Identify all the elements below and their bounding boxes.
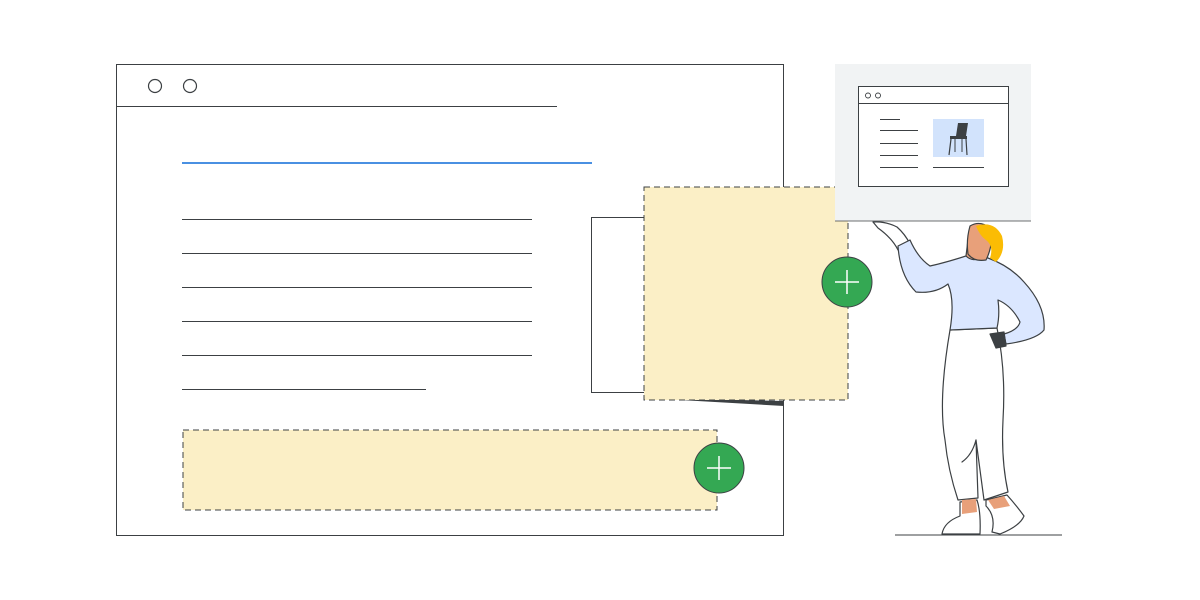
window-control-circle-icon[interactable] [182,78,198,94]
add-image-button[interactable] [821,256,873,308]
ankle [988,496,1010,509]
mini-text-lines [880,119,984,168]
ankle [962,499,977,514]
hair [976,224,1004,262]
mini-window-control-icon [865,92,871,99]
banner-placeholder[interactable] [182,429,745,511]
image-placeholder-box[interactable] [643,186,849,401]
window-control-circle-icon[interactable] [147,78,163,94]
mini-window-control-icon [875,92,881,99]
image-placeholder[interactable] [643,186,873,406]
banner-placeholder-box[interactable] [182,429,718,511]
hip-hand [989,331,1007,349]
person-figure [872,221,1045,535]
text-lines [182,219,532,390]
add-banner-button[interactable] [693,442,745,494]
pants-fold [961,439,977,463]
raised-hand [872,221,911,251]
chair-icon [948,123,968,156]
floating-card[interactable] [835,64,1031,222]
pants [941,327,1009,501]
